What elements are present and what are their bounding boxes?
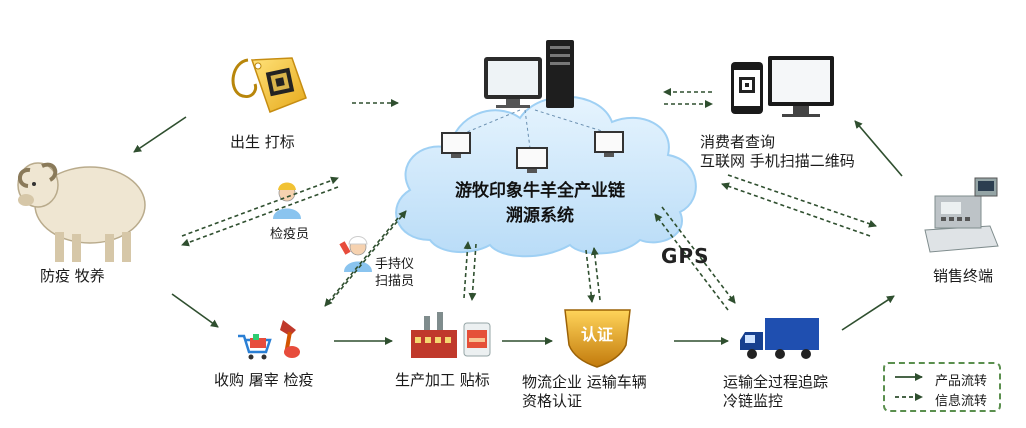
scanner-person-icon (339, 236, 372, 272)
slaughter-knife-icon (280, 320, 300, 358)
arrow-raise-to-purchase (171, 293, 219, 328)
info-arrow-cloud-to-raise (181, 186, 339, 247)
transport-label-line1: 运输全过程追踪 (723, 373, 829, 391)
truck-icon (740, 318, 819, 359)
arrow-terminal-to-consumer (854, 120, 903, 177)
info-arrow-cloud-to-truck (661, 206, 736, 304)
lan-lines (459, 109, 606, 149)
legend-row-info: 信息流转 (927, 389, 987, 409)
info-arrow-logistics-to-cloud (590, 247, 601, 301)
sheep-icon (17, 162, 146, 262)
info-arrow-terminal-to-cloud (721, 182, 871, 237)
processing-label: 生产加工 贴标 (395, 371, 490, 389)
arrow-birth-to-raise (133, 116, 187, 153)
server-computer-icon (484, 40, 574, 108)
info-arrow-raise-to-cloud (181, 176, 339, 237)
legend-product-flow-label: 产品流转 (935, 373, 988, 389)
info-arrow-cloud-to-terminal (727, 174, 877, 228)
info-flow-arrows (181, 88, 877, 311)
cloud-title-line2: 溯源系统 (506, 206, 574, 226)
consumer-label-line1: 消费者查询 (700, 133, 776, 151)
certification-shield-icon: 认证 (564, 309, 631, 368)
transport-label-line2: 冷链监控 (723, 392, 784, 410)
legend-info-flow-label: 信息流转 (935, 393, 988, 409)
inspector-person-icon (273, 182, 301, 219)
info-arrow-cloud-to-logistics (585, 249, 596, 303)
product-flow-arrows (133, 116, 903, 345)
birth-tag-label: 出生 打标 (230, 133, 295, 151)
monitor-icon-left (441, 132, 471, 158)
epidemic-raise-label: 防疫 牧养 (40, 267, 105, 285)
factory-icon (411, 312, 457, 358)
logistics-label-line2: 资格认证 (522, 392, 583, 410)
info-arrow-scanner-to-cloud (331, 210, 407, 301)
ear-tag-icon (231, 57, 307, 113)
purchase-slaughter-label: 收购 屠宰 检疫 (214, 371, 314, 389)
arrow-transport-to-terminal (841, 295, 895, 331)
logistics-label-line1: 物流企业 运输车辆 (522, 373, 647, 391)
scanner-label-line1: 手持仪 (375, 257, 415, 272)
info-arrow-truck-to-cloud (654, 213, 729, 311)
legend: 产品流转 信息流转 (883, 362, 1001, 412)
legend-arrows (895, 373, 923, 401)
monitor-icon-right (594, 131, 624, 157)
monitor-icon-middle (516, 147, 548, 173)
cloud-title-line1: 游牧印象牛羊全产业链 (455, 181, 625, 201)
inspector-label: 检疫员 (270, 227, 310, 242)
shopping-cart-icon (238, 334, 272, 360)
phone-icon (731, 62, 763, 114)
info-arrow-cloud-to-processing (468, 243, 477, 301)
scanner-label-line2: 扫描员 (375, 274, 415, 289)
certification-badge-text: 认证 (581, 325, 613, 344)
gps-label: GPS (661, 244, 710, 268)
cash-register-icon (924, 177, 999, 253)
desktop-monitor-icon (768, 56, 834, 117)
legend-row-product: 产品流转 (927, 369, 987, 389)
terminal-label: 销售终端 (933, 267, 994, 285)
consumer-label-line2: 互联网 手机扫描二维码 (700, 152, 855, 170)
meat-package-icon (463, 322, 491, 357)
info-arrow-cloud-to-scanner (324, 217, 399, 307)
info-arrow-processing-to-cloud (463, 241, 472, 299)
